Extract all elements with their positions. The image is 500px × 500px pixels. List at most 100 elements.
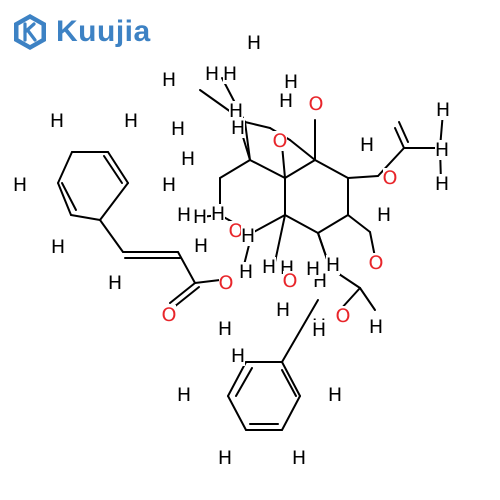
atom-label-text: H (162, 69, 176, 91)
bond-60 (235, 367, 253, 397)
atom-label-text: H (262, 256, 276, 278)
hydrogen-atom-label-15: H (124, 110, 138, 132)
hydrogen-atom-label-32: H (276, 299, 290, 321)
bond-40 (173, 286, 200, 308)
bond-29 (394, 127, 405, 149)
hydrogen-atom-label-49: H (241, 225, 255, 247)
atom-label-text: H (279, 90, 293, 112)
atom-label-text: H (369, 316, 383, 338)
atom-label-text: H (181, 148, 195, 170)
atom-label-background (194, 236, 208, 256)
bond-41 (177, 251, 196, 284)
hydrogen-atom-label-41: H (369, 316, 383, 338)
k-hexagon-logo-icon (14, 14, 46, 50)
hydrogen-atom-label-47: H (292, 447, 306, 469)
atom-label-background (369, 317, 383, 337)
atom-label-text: O (162, 304, 177, 326)
atom-label-text: O (336, 305, 351, 327)
atom-label-background (231, 346, 245, 366)
atom-label-text: O (229, 220, 244, 242)
atom-label-background (50, 111, 64, 131)
bond-58 (281, 395, 301, 431)
hydrogen-atom-label-51: H (193, 206, 207, 228)
bond-50 (99, 182, 129, 221)
atom-label-text: H (328, 384, 342, 406)
hydrogen-atom-label-2: H (223, 63, 237, 85)
atom-label-text: H (124, 110, 138, 132)
hydrogen-atom-label-34: H (218, 318, 232, 340)
bond-52 (103, 155, 123, 184)
atom-label-text: H (326, 254, 340, 276)
atom-label-text: H (231, 117, 245, 139)
atom-label-background (262, 257, 276, 277)
atom-label-background (218, 319, 232, 339)
atom-label-text: H (247, 32, 261, 54)
atom-label-text: O (369, 252, 384, 274)
atom-label-background (435, 174, 449, 194)
atom-label-text: H (377, 204, 391, 226)
hydrogen-atom-label-28: H (262, 256, 276, 278)
atom-label-text: H (306, 258, 320, 280)
hydrogen-atom-label-5: H (279, 90, 293, 112)
bond-38 (194, 279, 221, 284)
atom-label-background (247, 33, 261, 53)
atom-label-text: H (223, 63, 237, 85)
oxygen-atom-label-21: O (383, 167, 398, 189)
bond-1 (249, 159, 286, 179)
oxygen-atom-label-40: O (162, 304, 177, 326)
bond-35 (359, 287, 376, 311)
atom-label-text: H (436, 99, 450, 121)
atom-label-text: O (309, 93, 324, 115)
bond-49 (107, 151, 129, 184)
hydrogen-atom-label-44: H (177, 384, 191, 406)
bond-2 (284, 159, 316, 179)
atom-label-text: H (193, 206, 207, 228)
bond-59 (281, 361, 301, 397)
bond-51 (61, 182, 77, 211)
atom-label-background (171, 119, 185, 139)
atom-label-text: H (229, 100, 243, 122)
atom-label-background (162, 305, 176, 325)
hydrogen-atom-label-14: H (50, 110, 64, 132)
hydrogen-atom-label-16: H (181, 148, 195, 170)
atom-label-text: H (231, 345, 245, 367)
bond-5 (317, 214, 349, 234)
atom-label-text: H (239, 261, 253, 283)
brand-logo: Kuujia (10, 12, 151, 52)
atom-label-background (279, 91, 293, 111)
atom-label-background (312, 320, 326, 340)
atom-label-text: H (205, 63, 219, 85)
atom-label-background (328, 385, 342, 405)
atom-label-background (219, 273, 233, 293)
bond-45 (70, 214, 101, 221)
hydrogen-atom-label-24: H (194, 235, 208, 257)
bond-layer (57, 77, 444, 431)
bond-53 (281, 299, 319, 363)
atom-label-background (218, 448, 232, 468)
hydrogen-atom-label-48: H (312, 319, 326, 341)
bond-62 (281, 369, 297, 397)
atom-label-text: H (177, 384, 191, 406)
atom-label-text: H (177, 204, 191, 226)
oxygen-atom-label-39: O (369, 252, 384, 274)
atom-label-background (306, 259, 320, 279)
bond-26 (347, 214, 371, 233)
bond-15 (274, 214, 286, 263)
atom-label-background (108, 273, 122, 293)
hydrogen-atom-label-22: H (377, 204, 391, 226)
atom-label-text: O (219, 272, 234, 294)
atom-label-text: H (50, 110, 64, 132)
atom-label-background (193, 207, 207, 227)
atom-label-text: H (171, 118, 185, 140)
bond-21 (244, 121, 251, 161)
bond-19 (244, 121, 271, 129)
hydrogen-atom-label-3: H (284, 71, 298, 93)
hydrogen-atom-label-9: H (171, 118, 185, 140)
bond-44 (99, 219, 124, 253)
atom-label-background (223, 64, 237, 84)
atom-label-background (162, 175, 176, 195)
hydrogen-atom-label-46: H (218, 447, 232, 469)
hydrogen-atom-label-13: H (435, 139, 449, 161)
